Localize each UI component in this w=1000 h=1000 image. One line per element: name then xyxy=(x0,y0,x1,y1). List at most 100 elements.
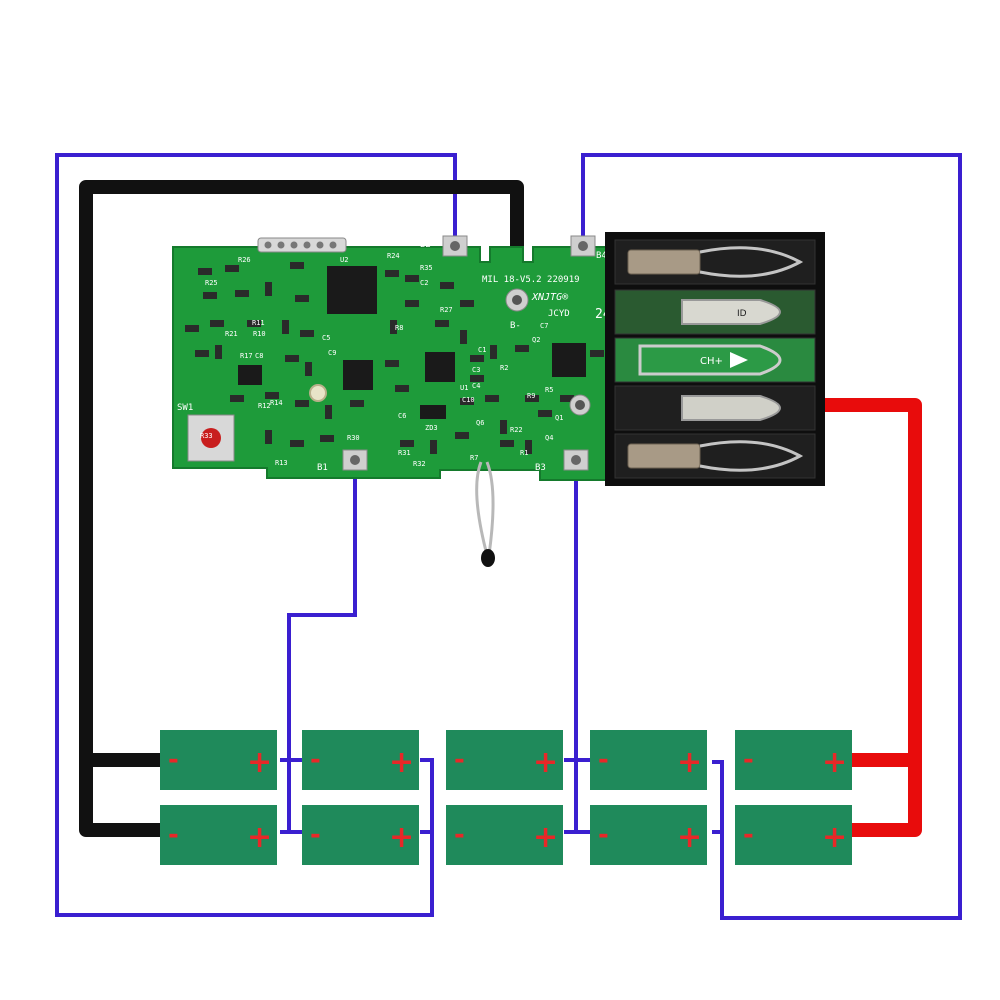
battery-cells: -+-+-+-+-+-+-+-+-+-+ xyxy=(160,730,852,865)
connector-slot-1 xyxy=(614,239,816,285)
pad-b1 xyxy=(342,449,368,471)
silk-label: C9 xyxy=(328,349,336,357)
silk-label: R17 xyxy=(240,352,253,360)
cell-minus-mark: - xyxy=(454,745,465,775)
switch-label: SW1 xyxy=(177,403,193,413)
silk-label: Q1 xyxy=(555,414,563,422)
silk-label: C6 xyxy=(398,412,406,420)
battery-cell: -+ xyxy=(160,805,277,865)
silk-label: R1 xyxy=(520,449,528,457)
pad-b3 xyxy=(563,449,589,471)
silk-label: C8 xyxy=(255,352,263,360)
wire-b1 xyxy=(280,462,357,834)
silk-label: R27 xyxy=(440,306,453,314)
silk-label: R11 xyxy=(252,319,265,327)
connector-slot-4 xyxy=(614,385,816,431)
cell-body xyxy=(735,805,852,865)
wire-b4-outer-loop xyxy=(581,153,962,920)
pad-b-plus xyxy=(569,394,591,416)
battery-cell: -+ xyxy=(160,730,277,790)
pcb-board: MIL 18-V5.2 220919 XNJTG® JCYD 24 SW1 B2… xyxy=(172,235,611,481)
battery-cell: -+ xyxy=(446,805,563,865)
silk-label: R31 xyxy=(398,449,411,457)
wire-b3 xyxy=(564,462,590,834)
silk-label: R2 xyxy=(500,364,508,372)
ic-q2 xyxy=(552,343,586,377)
cell-body xyxy=(302,805,419,865)
battery-cell: -+ xyxy=(735,730,852,790)
battery-cell: -+ xyxy=(590,805,707,865)
header-pins xyxy=(257,237,347,253)
cell-plus-mark: + xyxy=(247,745,272,780)
pad-b2 xyxy=(442,235,468,257)
cell-body xyxy=(160,730,277,790)
pad-b2-label: B2 xyxy=(420,240,431,250)
cell-plus-mark: + xyxy=(677,745,702,780)
cell-body xyxy=(735,730,852,790)
battery-cell: -+ xyxy=(302,805,419,865)
silk-label: C5 xyxy=(322,334,330,342)
cell-minus-mark: - xyxy=(743,745,754,775)
cell-body xyxy=(160,805,277,865)
cell-minus-mark: - xyxy=(168,820,179,850)
balance-wires xyxy=(55,153,962,920)
ic-small-1 xyxy=(238,365,262,385)
cell-body xyxy=(302,730,419,790)
silk-label: R22 xyxy=(510,426,523,434)
thermistor xyxy=(475,461,495,567)
cell-plus-mark: + xyxy=(247,820,272,855)
silk-label: R14 xyxy=(270,399,283,407)
silk-label: Q4 xyxy=(545,434,553,442)
ic-u2 xyxy=(327,266,377,314)
wire-b2-outer-loop xyxy=(55,153,457,917)
silk-label: C1 xyxy=(478,346,486,354)
silk-label: U1 xyxy=(460,384,468,392)
pcb-brand-label: XNJTG® xyxy=(531,292,569,303)
silk-label: R30 xyxy=(347,434,360,442)
connector-slot-3 xyxy=(614,337,816,383)
pad-b3-label: B3 xyxy=(535,463,546,473)
silk-label: C3 xyxy=(472,366,480,374)
switch-sw1[interactable] xyxy=(187,414,235,462)
cell-minus-mark: - xyxy=(310,820,321,850)
ic-small-2 xyxy=(420,405,446,419)
pcb-model-label: MIL 18-V5.2 220919 xyxy=(482,275,580,285)
silk-label: R12 xyxy=(258,402,271,410)
cell-minus-mark: - xyxy=(743,820,754,850)
connector-charge-label: CH+ xyxy=(700,356,723,367)
silk-label: R33 xyxy=(200,432,213,440)
pad-b4 xyxy=(570,235,596,257)
cell-minus-mark: - xyxy=(168,745,179,775)
pad-b-minus xyxy=(505,288,529,312)
cell-plus-mark: + xyxy=(533,745,558,780)
silk-label: R32 xyxy=(413,460,426,468)
ic-u1 xyxy=(425,352,455,382)
negative-wire xyxy=(79,180,524,837)
pcb-code-label: JCYD xyxy=(548,309,570,319)
smd-components xyxy=(185,262,604,454)
silk-label: R24 xyxy=(387,252,400,260)
cell-minus-mark: - xyxy=(598,745,609,775)
ic-mosfet xyxy=(343,360,373,390)
cell-body xyxy=(446,805,563,865)
cell-plus-mark: + xyxy=(389,820,414,855)
connector-slot-5 xyxy=(614,433,816,479)
cell-plus-mark: + xyxy=(822,820,847,855)
pad-b-minus-label: B- xyxy=(510,321,521,331)
silk-label: C2 xyxy=(420,279,428,287)
silk-label: C10 xyxy=(462,396,475,404)
silk-label: C4 xyxy=(472,382,480,390)
silk-label: R26 xyxy=(238,256,251,264)
battery-connector: ID CH+ xyxy=(605,232,825,486)
silk-label: R13 xyxy=(275,459,288,467)
cell-body xyxy=(590,805,707,865)
cell-body xyxy=(446,730,563,790)
battery-cell: -+ xyxy=(735,805,852,865)
pad-b1-label: B1 xyxy=(317,463,328,473)
cell-minus-mark: - xyxy=(598,820,609,850)
pad-b4-label: B4 xyxy=(596,251,607,261)
silk-label: R8 xyxy=(395,324,403,332)
cell-plus-mark: + xyxy=(389,745,414,780)
cell-body xyxy=(590,730,707,790)
